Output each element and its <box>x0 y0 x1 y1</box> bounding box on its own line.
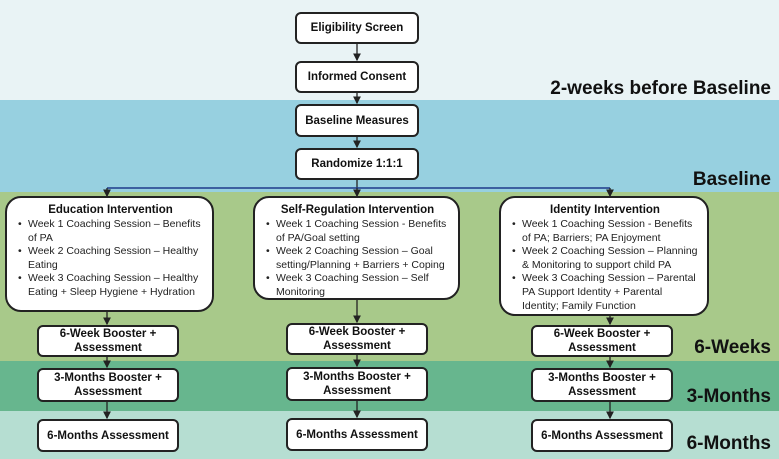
identity-6-month-assessment-box: 6-Months Assessment <box>531 419 673 452</box>
identity-6-week-booster-box: 6-Week Booster + Assessment <box>531 325 673 357</box>
informed-consent-box: Informed Consent <box>295 61 419 93</box>
identity-intervention-box: Identity Intervention Week 1 Coaching Se… <box>499 196 709 316</box>
education-intervention-box: Education Intervention Week 1 Coaching S… <box>5 196 214 312</box>
education-6-week-booster-box: 6-Week Booster + Assessment <box>37 325 179 357</box>
self-regulation-3-month-booster-box: 3-Months Booster + Assessment <box>286 367 428 401</box>
arm-title: Education Intervention <box>48 204 173 216</box>
session-item: Week 3 Coaching Session – Healthy Eating… <box>18 272 204 299</box>
session-item: Week 1 Coaching Session – Benefits of PA <box>18 218 204 245</box>
band-label-6-weeks: 6-Weeks <box>694 337 771 358</box>
identity-3-month-booster-box: 3-Months Booster + Assessment <box>531 368 673 402</box>
arm-title: Self-Regulation Intervention <box>280 204 435 216</box>
session-item: Week 1 Coaching Session - Benefits of PA… <box>266 218 450 245</box>
session-item: Week 2 Coaching Session – Goal setting/P… <box>266 245 450 272</box>
session-item: Week 2 Coaching Session – Planning & Mon… <box>512 245 699 272</box>
education-6-month-assessment-box: 6-Months Assessment <box>37 419 179 452</box>
session-list: Week 1 Coaching Session - Benefits of PA… <box>265 218 450 300</box>
session-item: Week 2 Coaching Session – Healthy Eating <box>18 245 204 272</box>
band-label-pre-baseline: 2-weeks before Baseline <box>550 78 771 99</box>
education-3-month-booster-box: 3-Months Booster + Assessment <box>37 368 179 402</box>
session-item: Week 1 Coaching Session - Benefits of PA… <box>512 218 699 245</box>
session-list: Week 1 Coaching Session - Benefits of PA… <box>511 218 699 313</box>
session-item: Week 3 Coaching Session – Self Monitorin… <box>266 272 450 299</box>
self-regulation-6-month-assessment-box: 6-Months Assessment <box>286 418 428 451</box>
baseline-measures-box: Baseline Measures <box>295 104 419 137</box>
randomize-box: Randomize 1:1:1 <box>295 148 419 180</box>
session-item: Week 3 Coaching Session – Parental PA Su… <box>512 272 699 313</box>
self-regulation-6-week-booster-box: 6-Week Booster + Assessment <box>286 323 428 355</box>
band-label-3-months: 3-Months <box>686 386 771 407</box>
session-list: Week 1 Coaching Session – Benefits of PA… <box>17 218 204 300</box>
eligibility-screen-box: Eligibility Screen <box>295 12 419 44</box>
arm-title: Identity Intervention <box>550 204 660 216</box>
band-label-6-months: 6-Months <box>686 433 771 454</box>
band-label-baseline: Baseline <box>692 169 771 190</box>
self-regulation-intervention-box: Self-Regulation Intervention Week 1 Coac… <box>253 196 460 300</box>
